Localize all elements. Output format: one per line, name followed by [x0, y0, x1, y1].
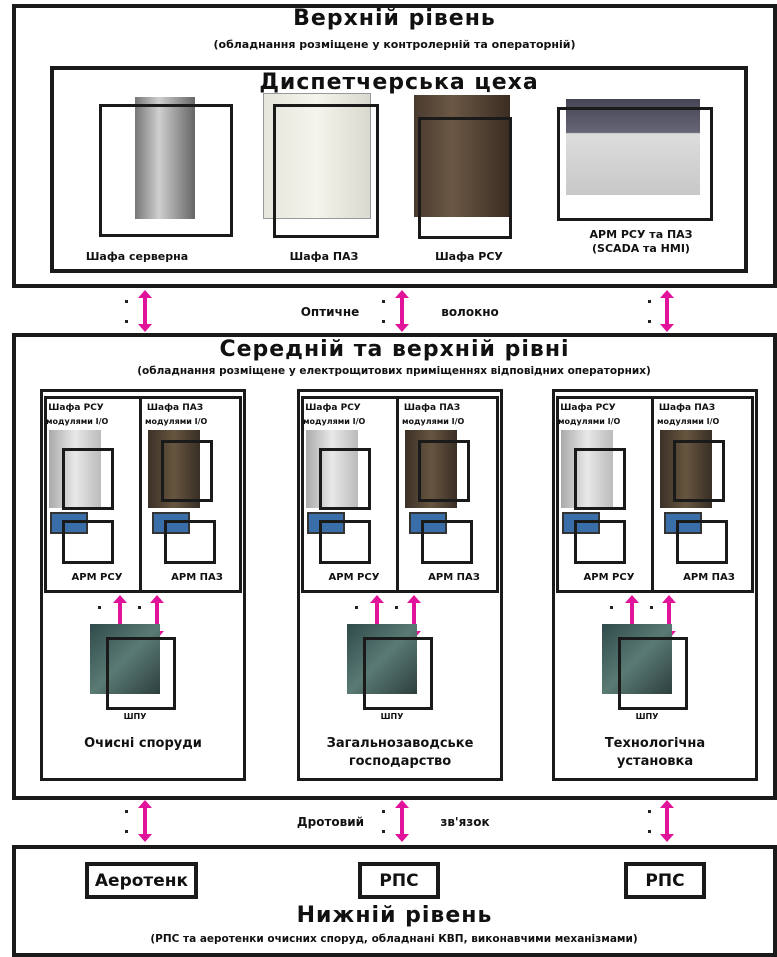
rsu-cabinet-sublabel: модулями I/O — [558, 417, 618, 426]
arm-rsu-label: АРМ РСУ — [62, 572, 132, 583]
arm-paz-frame — [421, 520, 473, 564]
rsu-cabinet-frame — [319, 448, 371, 510]
rsu-cabinet-sublabel: модулями I/O — [303, 417, 363, 426]
rsu-cabinet-label: Шафа РСУ — [46, 403, 106, 413]
optical-link-1 — [143, 296, 147, 326]
shu-cabinet-frame — [106, 637, 176, 710]
optical-link-3 — [665, 296, 669, 326]
middle-level-subtitle: (обладнання розміщене у електрощитових п… — [14, 365, 774, 377]
top-level-title: Верхній рівень — [12, 6, 777, 31]
site-name-line2: господарство — [297, 754, 503, 769]
rsu-cabinet-frame — [62, 448, 114, 510]
paz-cabinet-frame — [418, 440, 470, 502]
wired-link-1 — [143, 806, 147, 836]
site-name-line1: Загальнозаводське — [297, 736, 503, 751]
rsu-cabinet-label: Шафа РСУ — [424, 250, 514, 263]
paz-cabinet-frame — [673, 440, 725, 502]
shu-label: ШПУ — [622, 712, 672, 721]
optical-label-left: Оптичне — [285, 305, 375, 319]
control-room-title: Диспетчерська цеха — [50, 70, 748, 95]
middle-level-title: Середній та верхній рівні — [12, 337, 777, 362]
optical-link-2 — [400, 296, 404, 326]
arm-rsu-label: АРМ РСУ — [319, 572, 389, 583]
arm-console-label-1: АРМ РСУ та ПАЗ — [566, 228, 716, 241]
shu-label: ШПУ — [110, 712, 160, 721]
arm-rsu-frame — [574, 520, 626, 564]
paz-cabinet-label: Шафа ПАЗ — [145, 403, 205, 413]
arm-paz-label: АРМ ПАЗ — [419, 572, 489, 583]
arm-paz-frame — [676, 520, 728, 564]
paz-cabinet-sublabel: модулями I/O — [402, 417, 462, 426]
rsu-cabinet-label: Шафа РСУ — [303, 403, 363, 413]
top-level-subtitle: (обладнання розміщене у контролерній та … — [12, 38, 777, 51]
paz-cabinet-sublabel: модулями I/O — [657, 417, 717, 426]
wired-link-2 — [400, 806, 404, 836]
rsu-cabinet-frame — [574, 448, 626, 510]
rsu-cabinet-sublabel: модулями I/O — [46, 417, 106, 426]
paz-cabinet-sublabel: модулями I/O — [145, 417, 205, 426]
site-name-line1: Очисні споруди — [40, 736, 246, 751]
shu-cabinet-frame — [363, 637, 433, 710]
rsu-cabinet-frame — [418, 117, 512, 239]
arm-rsu-frame — [319, 520, 371, 564]
arm-paz-frame — [164, 520, 216, 564]
server-cabinet-frame — [99, 104, 233, 237]
optical-label-right: волокно — [425, 305, 515, 319]
arm-rsu-label: АРМ РСУ — [574, 572, 644, 583]
paz-cabinet-label: Шафа ПАЗ — [657, 403, 717, 413]
arm-paz-label: АРМ ПАЗ — [162, 572, 232, 583]
wired-link-3 — [665, 806, 669, 836]
arm-console-label-2: (SCADA та HMI) — [566, 242, 716, 255]
bottom-level-subtitle: (РПС та аеротенки очисних споруд, обладн… — [14, 933, 774, 945]
paz-cabinet-label: Шафа ПАЗ — [279, 250, 369, 263]
wired-label-right: зв'язок — [420, 815, 510, 829]
rps-box-2: РПС — [624, 862, 706, 899]
server-cabinet-label: Шафа серверна — [82, 250, 192, 263]
rsu-cabinet-label: Шафа РСУ — [558, 403, 618, 413]
site-name-line2: установка — [552, 754, 758, 769]
arm-rsu-frame — [62, 520, 114, 564]
arm-console-frame — [557, 107, 713, 221]
paz-cabinet-frame — [161, 440, 213, 502]
rps-box-1: РПС — [358, 862, 440, 899]
arm-paz-label: АРМ ПАЗ — [674, 572, 744, 583]
bottom-level-title: Нижній рівень — [12, 903, 777, 928]
wired-label-left: Дротовий — [283, 815, 378, 829]
paz-cabinet-label: Шафа ПАЗ — [402, 403, 462, 413]
shu-label: ШПУ — [367, 712, 417, 721]
site-name-line1: Технологічна — [552, 736, 758, 751]
shu-cabinet-frame — [618, 637, 688, 710]
paz-cabinet-frame — [273, 104, 379, 238]
aerotank-box: Аеротенк — [85, 862, 198, 899]
